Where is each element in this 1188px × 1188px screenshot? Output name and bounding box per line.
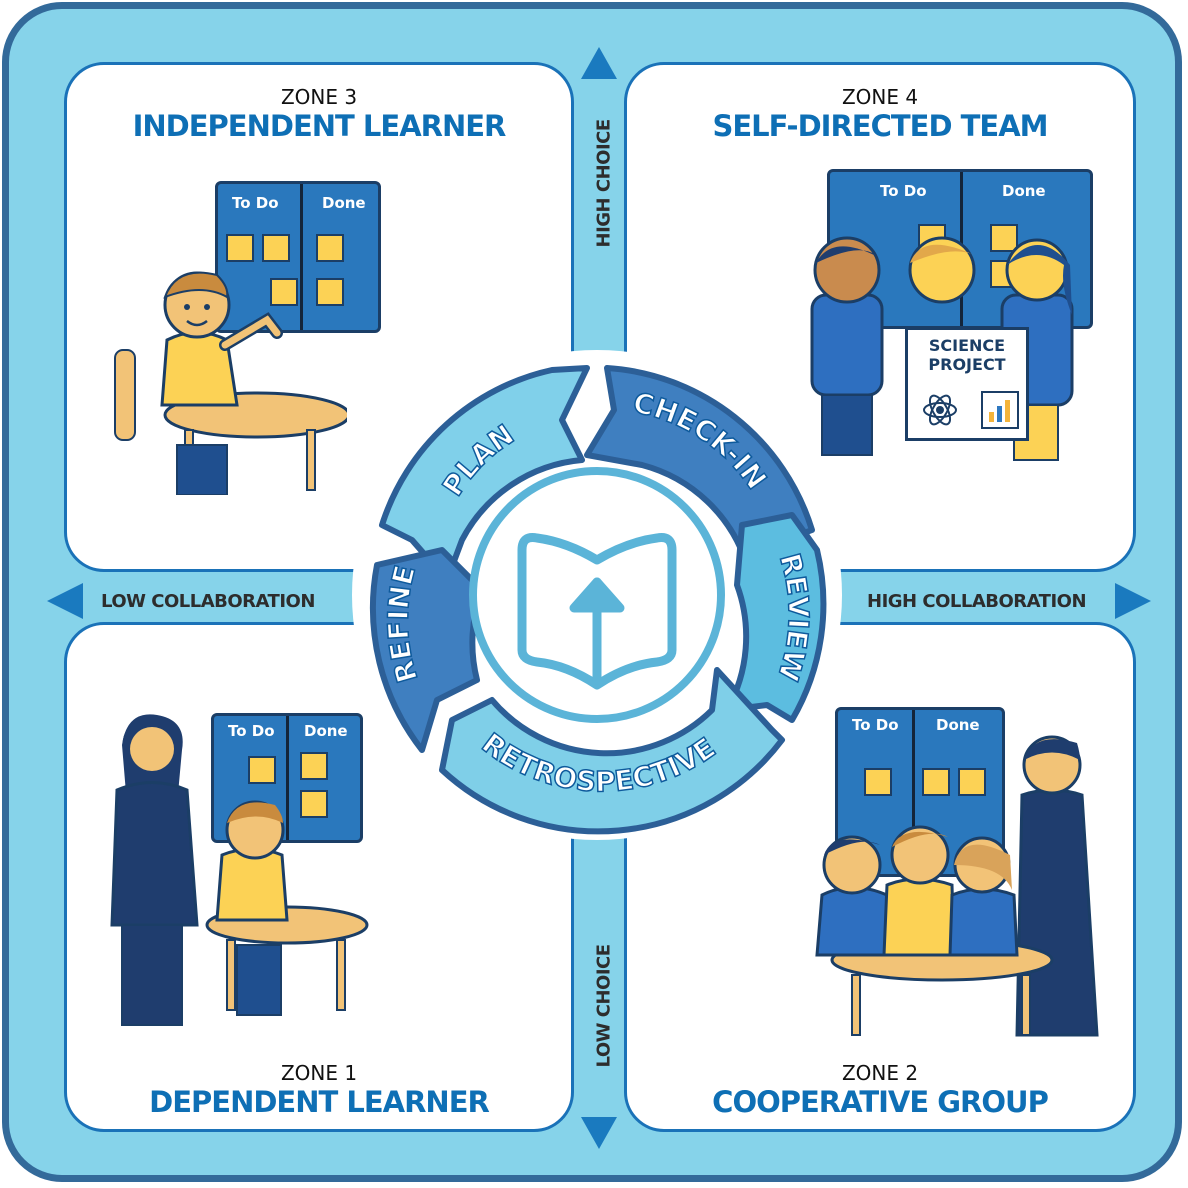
zone-number: ZONE 2 xyxy=(841,1061,919,1085)
zone-number: ZONE 4 xyxy=(841,85,919,109)
axis-label-low-collaboration: LOW COLLABORATION xyxy=(101,591,315,612)
zone-title: DEPENDENT LEARNER xyxy=(149,1085,490,1119)
book-with-up-arrow-icon xyxy=(517,533,677,690)
axis-arrow-down-icon xyxy=(581,1117,617,1149)
axis-arrow-right-icon xyxy=(1115,583,1151,619)
atom-icon xyxy=(923,394,957,426)
zone-3-panel: ZONE 3 INDEPENDENT LEARNER To Do Done xyxy=(64,62,574,572)
board-done-label: Done xyxy=(1002,182,1046,200)
zone-title: INDEPENDENT LEARNER xyxy=(132,109,507,143)
axis-label-high-choice: HIGH CHOICE xyxy=(593,119,615,248)
refine-segment xyxy=(370,547,485,753)
axis-label-high-collaboration: HIGH COLLABORATION xyxy=(867,591,1087,612)
group-with-teacher-illustration xyxy=(815,735,1099,1037)
retrospective-segment xyxy=(439,667,785,835)
kanban-board: To Do Done xyxy=(211,713,363,843)
kanban-board: To Do Done xyxy=(215,181,381,333)
bar-chart-icon xyxy=(981,391,1019,429)
agile-cycle-diagram: PLAN CHECK-IN REVIEW RETROSPECTIVE REFIN… xyxy=(352,350,842,840)
board-done-label: Done xyxy=(322,194,366,212)
axis-arrow-up-icon xyxy=(581,47,617,79)
student-at-desk-illustration xyxy=(114,271,347,495)
zone-4-panel: ZONE 4 SELF-DIRECTED TEAM To Do Done SCI… xyxy=(624,62,1136,572)
board-todo-label: To Do xyxy=(852,716,899,734)
board-todo-label: To Do xyxy=(880,182,927,200)
teacher-and-student-illustration xyxy=(110,714,369,1026)
board-todo-label: To Do xyxy=(228,722,275,740)
science-project-sign: SCIENCE PROJECT xyxy=(905,327,1029,441)
zone-number: ZONE 3 xyxy=(280,85,358,109)
zone-title: SELF-DIRECTED TEAM xyxy=(712,109,1048,143)
zone-title: COOPERATIVE GROUP xyxy=(712,1085,1049,1119)
check-in-segment xyxy=(584,365,815,568)
board-done-label: Done xyxy=(936,716,980,734)
board-done-label: Done xyxy=(304,722,348,740)
sign-line-1: SCIENCE xyxy=(928,336,1006,355)
sign-line-2: PROJECT xyxy=(928,355,1006,374)
axis-label-low-choice: LOW CHOICE xyxy=(593,944,615,1068)
plan-segment xyxy=(379,365,590,583)
axis-arrow-left-icon xyxy=(47,583,83,619)
zone-number: ZONE 1 xyxy=(280,1061,358,1085)
board-todo-label: To Do xyxy=(232,194,279,212)
